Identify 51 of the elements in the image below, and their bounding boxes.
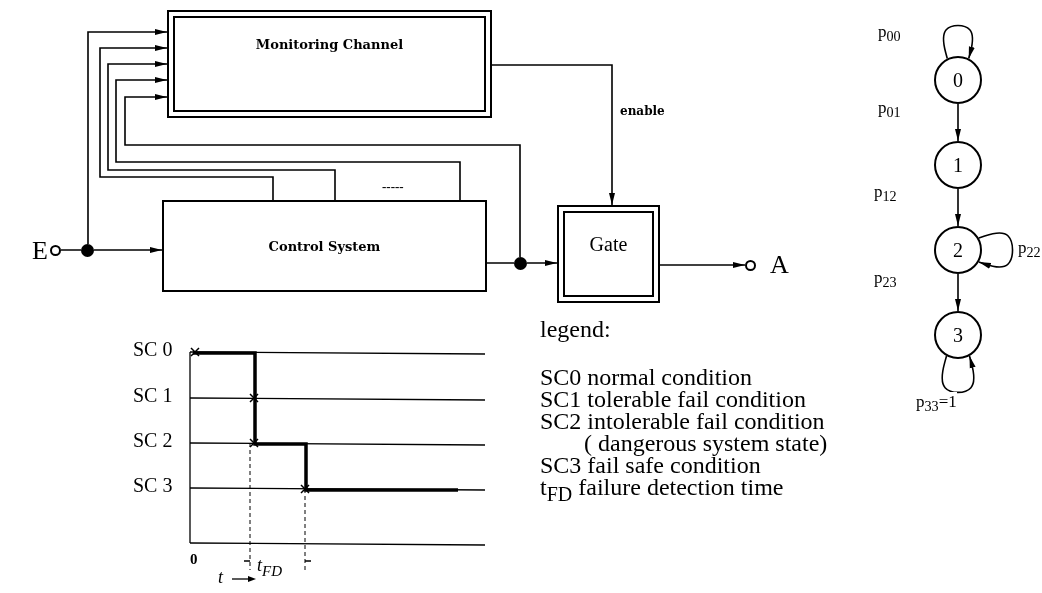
state-axis-label: SC 0 <box>133 338 173 360</box>
junction-dot <box>81 244 94 257</box>
state-circle <box>934 141 982 189</box>
terminal-label: A <box>770 250 789 280</box>
self-loop-arrow <box>941 355 976 394</box>
legend-title: legend: <box>540 318 611 340</box>
arrow <box>526 260 558 266</box>
state-circle <box>934 226 982 274</box>
arrow <box>955 188 961 227</box>
arrow <box>955 103 961 142</box>
state-axis-label: SC 1 <box>133 384 173 406</box>
junction-dot <box>514 257 527 270</box>
self-loop-arrow <box>942 24 975 60</box>
arrow <box>99 45 274 201</box>
arrow <box>107 61 336 201</box>
terminal-label: E <box>32 236 48 266</box>
state-circle <box>934 311 982 359</box>
legend-entry: SC1 tolerable fail condition <box>540 388 806 410</box>
box-label: Control System <box>268 238 381 254</box>
state-number: 2 <box>953 238 963 262</box>
box-label: Gate <box>589 232 628 256</box>
terminal-circle <box>745 260 756 271</box>
state-circle <box>934 56 982 104</box>
connector-line <box>486 262 515 264</box>
legend-entry: SC2 intolerable fail condition ( dangerous system state) <box>540 410 829 454</box>
state-axis-label: SC 2 <box>133 429 173 451</box>
arrow <box>115 77 461 201</box>
arrow <box>955 273 961 312</box>
state-number: 0 <box>953 68 963 92</box>
state-number: 3 <box>953 323 963 347</box>
legend-entry: SC0 normal condition <box>540 366 752 388</box>
time-axis-label: t <box>218 566 223 588</box>
self-loop-arrow <box>978 232 1014 269</box>
legend-entry: t$_{FD}$ failure detection time <box>540 476 784 505</box>
origin-label: 0 <box>190 550 198 569</box>
state-axis-label: SC 3 <box>133 474 173 496</box>
box-label: Monitoring Channel <box>255 36 404 52</box>
arrow <box>93 247 163 253</box>
edge-label: enable <box>620 104 665 118</box>
interval-label: t$_{FD}$ <box>257 554 282 581</box>
process-box <box>162 200 487 292</box>
connector-line <box>60 249 82 251</box>
process-box <box>167 10 492 118</box>
terminal-circle <box>50 245 61 256</box>
arrow <box>491 64 615 206</box>
ellipsis-mark: ----- <box>382 178 404 196</box>
process-box <box>557 205 660 303</box>
arrow <box>659 262 746 268</box>
arrow <box>124 94 521 258</box>
state-number: 1 <box>953 153 963 177</box>
arrow <box>87 29 168 245</box>
